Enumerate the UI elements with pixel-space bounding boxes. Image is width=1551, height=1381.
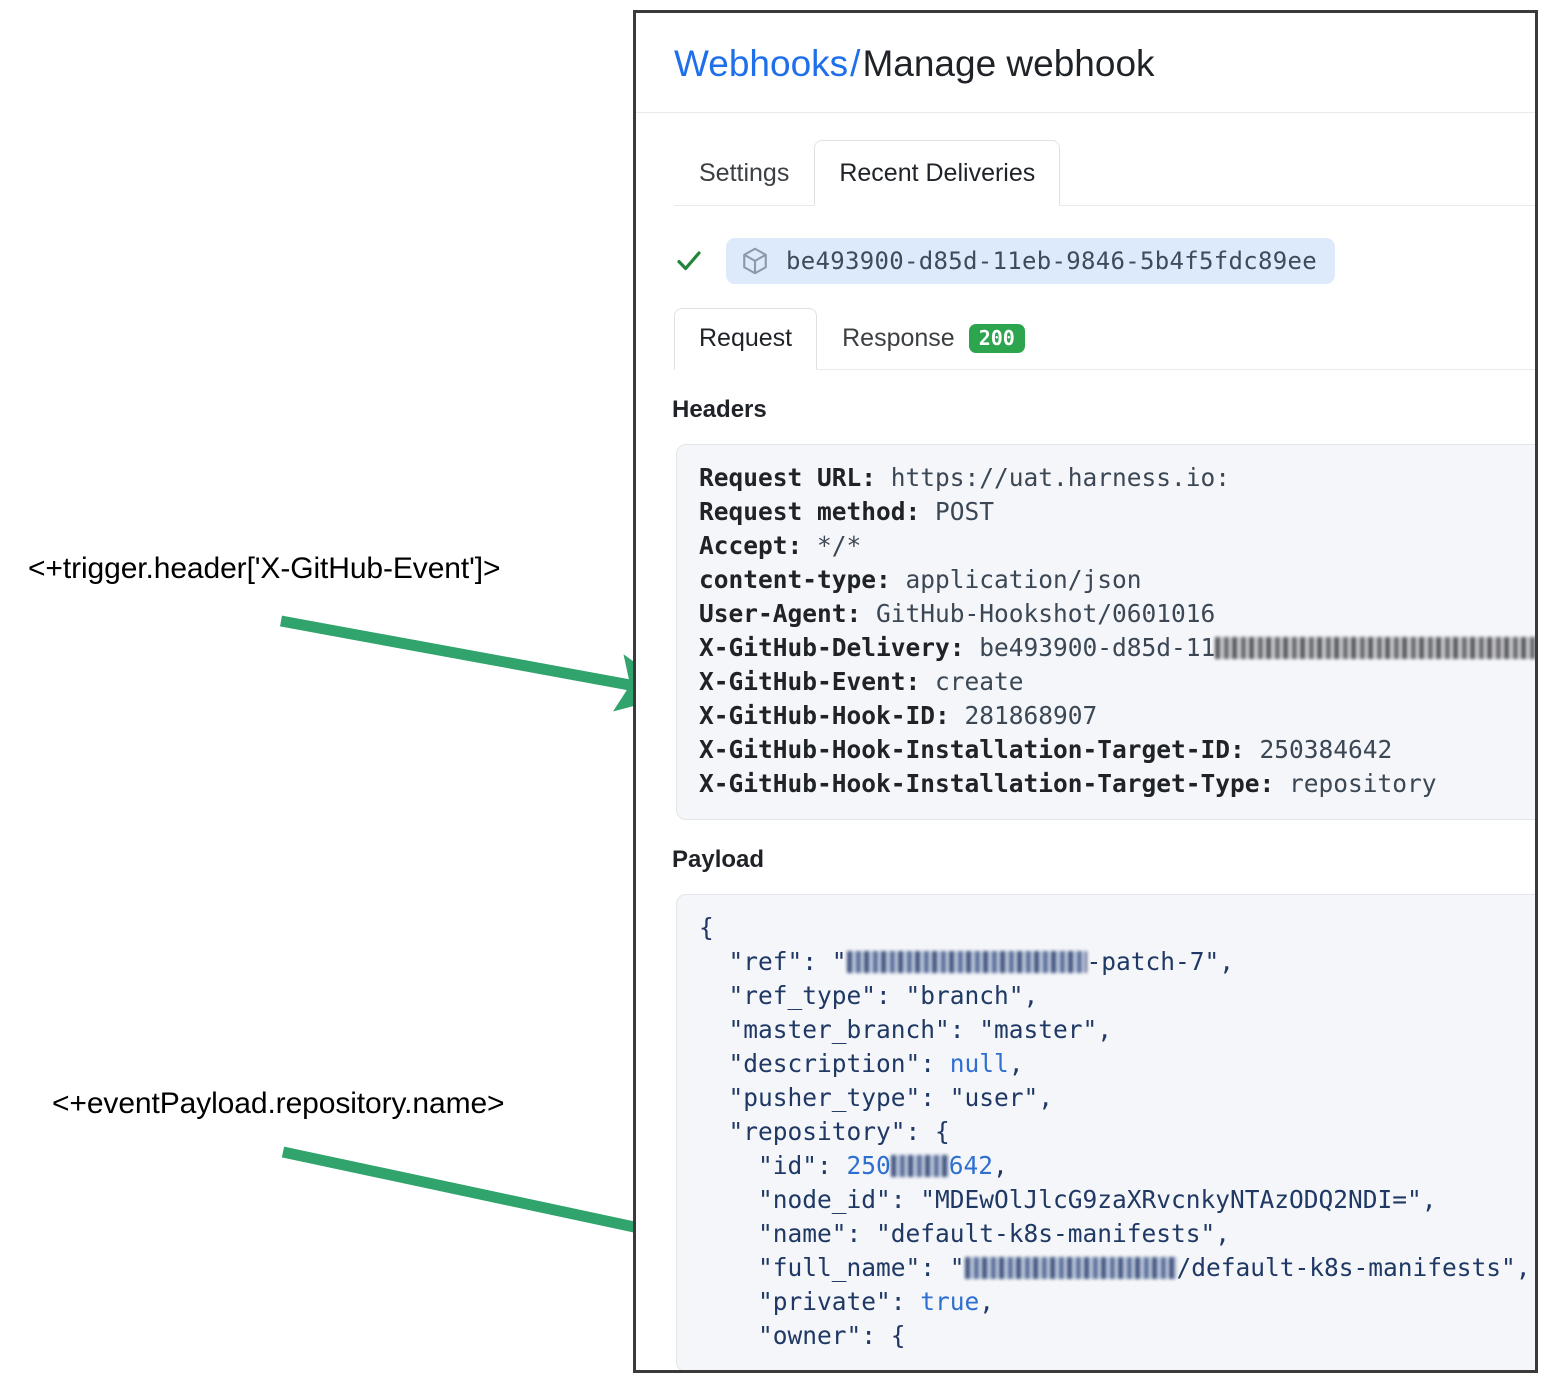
header-value: GitHub-Hookshot/0601016 (861, 598, 1216, 628)
header-row: X-GitHub-Delivery: be493900-d85d-11 (699, 631, 1535, 665)
payload-text: "name": "default-k8s-manifests", (699, 1218, 1231, 1248)
header-value: be493900-d85d-11 (964, 632, 1216, 662)
payload-row: "node_id": "MDEwOlJlcG9zaXRvcnkyNTAzODQ2… (699, 1183, 1535, 1217)
check-icon (677, 250, 701, 270)
payload-text: "owner": { (699, 1320, 906, 1350)
payload-text-tail: /default-k8s-manifests", (1176, 1252, 1531, 1282)
header-row: X-GitHub-Hook-ID: 281868907 (699, 699, 1535, 733)
payload-row: "repository": { (699, 1115, 1535, 1149)
annotation-payload-expression: <+eventPayload.repository.name> (52, 1087, 505, 1120)
payload-text: "ref_type": "branch", (699, 980, 1039, 1010)
redacted-text (1215, 636, 1535, 659)
breadcrumb-link-webhooks[interactable]: Webhooks (674, 43, 849, 84)
payload-text: "master_branch": "master", (699, 1014, 1113, 1044)
header-row: content-type: application/json (699, 563, 1535, 597)
header-key: Request URL: (699, 462, 877, 492)
header-row: User-Agent: GitHub-Hookshot/0601016 (699, 597, 1535, 631)
payload-text: "private": true, (699, 1286, 995, 1316)
payload-row: "name": "default-k8s-manifests", (699, 1217, 1535, 1251)
payload-text: { (699, 912, 714, 942)
status-badge: 200 (968, 324, 1025, 354)
payload-row: "description": null, (699, 1047, 1535, 1081)
header-value: application/json (890, 564, 1142, 594)
header-key: X-GitHub-Delivery: (699, 632, 965, 662)
header-row: X-GitHub-Hook-Installation-Target-ID: 25… (699, 733, 1535, 767)
tab-response[interactable]: Response 200 (817, 308, 1050, 370)
primary-tabs: Settings Recent Deliveries (636, 139, 1535, 206)
redacted-text (890, 1154, 949, 1177)
header-value: repository (1274, 768, 1437, 798)
header-row: Accept: */* (699, 529, 1535, 563)
header-row: X-GitHub-Event: create (699, 665, 1535, 699)
header-key: X-GitHub-Hook-ID: (699, 700, 950, 730)
tab-settings[interactable]: Settings (699, 158, 790, 187)
tab-request-label: Request (699, 324, 793, 353)
payload-row: "id": 250 642, (699, 1149, 1535, 1183)
payload-text: "node_id": "MDEwOlJlcG9zaXRvcnkyNTAzODQ2… (699, 1184, 1437, 1214)
payload-text: "id": 250 (699, 1150, 891, 1180)
breadcrumb: Webhooks/Manage webhook (674, 43, 1535, 86)
webhook-panel: Webhooks/Manage webhook Settings Recent D… (633, 10, 1538, 1373)
tab-request[interactable]: Request (674, 307, 818, 370)
payload-row: "ref_type": "branch", (699, 979, 1535, 1013)
header-key: content-type: (699, 564, 891, 594)
payload-text-tail: 642, (948, 1150, 1008, 1180)
header-value: create (920, 666, 1024, 696)
request-response-tabs: Request Response 200 (636, 307, 1535, 370)
delivery-row: be493900-d85d-11eb-9846-5b4f5fdc89ee (674, 237, 1535, 284)
header-row: Request URL: https://uat.harness.io: (699, 461, 1535, 495)
header-key: X-GitHub-Hook-Installation-Target-Type: (699, 768, 1275, 798)
payload-text: "full_name": " (699, 1252, 965, 1282)
arrow-to-github-event (280, 615, 679, 712)
annotation-header-expression: <+trigger.header['X-GitHub-Event']> (28, 552, 501, 585)
header-key: Accept: (699, 530, 803, 560)
header-value: POST (920, 496, 995, 526)
header-key: Request method: (699, 496, 921, 526)
payload-row: "full_name": " /default-k8s-manifests", (699, 1251, 1535, 1285)
cube-icon (743, 247, 767, 274)
payload-row: "ref": " -patch-7", (699, 945, 1535, 979)
redacted-text (964, 1256, 1177, 1279)
breadcrumb-separator: / (850, 43, 861, 84)
header-key: X-GitHub-Hook-Installation-Target-ID: (699, 734, 1245, 764)
payload-text: "repository": { (699, 1116, 950, 1146)
header-row: X-GitHub-Hook-Installation-Target-Type: … (699, 767, 1535, 801)
tab-recent-deliveries[interactable]: Recent Deliveries (814, 139, 1061, 206)
header-key: User-Agent: (699, 598, 862, 628)
payload-text: "description": null, (699, 1048, 1024, 1078)
header-value: */* (802, 530, 862, 560)
header-value: 281868907 (949, 700, 1098, 730)
header-value: 250384642 (1244, 734, 1393, 764)
payload-text-tail: -patch-7", (1086, 946, 1235, 976)
page-title: Manage webhook (862, 43, 1155, 84)
payload-row: "private": true, (699, 1285, 1535, 1319)
delivery-id: be493900-d85d-11eb-9846-5b4f5fdc89ee (786, 246, 1317, 275)
redacted-text (846, 950, 1087, 973)
payload-text: "ref": " (699, 946, 847, 976)
headers-code-block: Request URL: https://uat.harness.io:Requ… (676, 443, 1535, 820)
payload-row: "pusher_type": "user", (699, 1081, 1535, 1115)
payload-code-block: { "ref": " -patch-7", "ref_type": "branch… (676, 893, 1535, 1370)
header-key: X-GitHub-Event: (699, 666, 921, 696)
tab-response-label: Response (842, 324, 955, 353)
headers-section-title: Headers (672, 395, 767, 423)
delivery-chip[interactable]: be493900-d85d-11eb-9846-5b4f5fdc89ee (726, 237, 1335, 284)
payload-row: { (699, 911, 1535, 945)
payload-row: "owner": { (699, 1319, 1535, 1353)
header-value: https://uat.harness.io: (876, 462, 1231, 492)
header-divider (636, 111, 1535, 113)
payload-section-title: Payload (672, 845, 765, 873)
payload-text: "pusher_type": "user", (699, 1082, 1054, 1112)
header-row: Request method: POST (699, 495, 1535, 529)
payload-row: "master_branch": "master", (699, 1013, 1535, 1047)
